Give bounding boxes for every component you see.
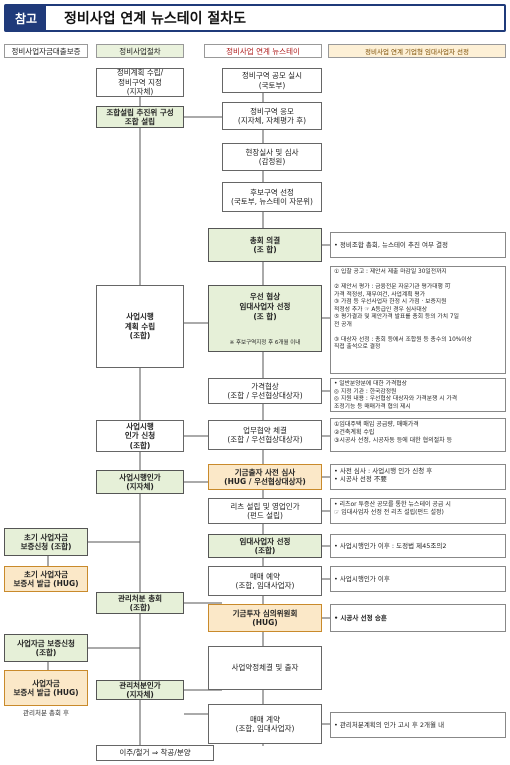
newstay-step-fund-committee: 기금투자 심의위원회 (HUG) [208, 604, 322, 632]
project-step-disposal-approval: 관리처분인가 (지자체) [96, 680, 184, 700]
project-step-approval: 사업시행인가 (지자체) [96, 470, 184, 494]
newstay-step-agreement: 업무협약 체결 (조합 / 우선협상대상자) [208, 420, 322, 450]
header-badge: 참고 [6, 6, 46, 30]
note-rental-operator: • 사업시행인가 이후 : 도정법 제45조의2 [330, 534, 506, 558]
newstay-step-apply: 정비구역 응모 (지자체, 자체평가 후) [222, 102, 322, 130]
newstay-step-priority: 우선 협상 임대사업자 선정 (조 합) ※ 후보구역지정 후 6개월 이내 [208, 285, 322, 352]
newstay-step-sale-contract: 매매 계약 (조합, 임대사업자) [208, 704, 322, 744]
note-priority-selection: ① 입찰 공고 : 제안서 제출 마감일 30일전까지 ② 제안서 평가 : 금… [330, 266, 506, 374]
guarantee-note: 관리처분 총회 후 [23, 709, 69, 717]
project-step-approval-application: 사업시행 인가 신청 (조합) [96, 420, 184, 452]
column-header-project: 정비사업절차 [96, 44, 184, 58]
note-price-negotiation: • 일반분양분에 대한 가격협상 ◎ 지정 기관 : 한국감정원 ◎ 지원 내용… [330, 378, 506, 412]
project-step-implementation-plan: 사업시행 계획 수립 (조합) [96, 285, 184, 368]
newstay-step-rental-operator: 임대사업자 선정 (조합) [208, 534, 322, 558]
newstay-priority-subnote: ※ 후보구역지정 후 6개월 이내 [229, 340, 301, 346]
newstay-priority-label: 우선 협상 임대사업자 선정 (조 합) [239, 292, 291, 321]
guarantee-project-application: 사업자금 보증신청 (조합) [4, 634, 88, 662]
project-step-plan: 정비계획 수립/ 정비구역 지정 (지자체) [96, 68, 184, 97]
note-agreement: ①임대주택 매입 공급량, 매매가격 ②건축계획 수립 ③시공사 선정, 시공자… [330, 418, 506, 452]
newstay-step-contract-investment: 사업약정체결 및 출자 [208, 646, 322, 690]
guarantee-initial-application: 초기 사업자금 보증신청 (조합) [4, 528, 88, 556]
note-fund-committee: • 시공사 선정 승훈 [330, 604, 506, 632]
note-prescreen: • 사전 심사 : 사업시행 인가 신청 후 • 시공사 선정 不要 [330, 464, 506, 490]
newstay-step-contest: 정비구역 공모 실시 (국토부) [222, 68, 322, 93]
note-reits: • 리츠or 투증산 공모를 통한 뉴스테이 공급 시 ☞ 임대사업자 선정 전… [330, 498, 506, 524]
column-header-newstay: 정비사업 연계 뉴스테이 [204, 44, 322, 58]
column-header-guarantee: 정비사업자금대출보증 [4, 44, 88, 58]
note-sale-contract: • 관리처분계획의 인가 고시 후 2개월 내 [330, 712, 506, 738]
column-header-selection: 정비사업 연계 기업형 임대사업자 선정 [328, 44, 506, 58]
project-step-relocation: 이주/철거 ⇒ 착공/분양 [96, 745, 214, 761]
project-step-disposal-meeting: 관리처분 총회 (조합) [96, 592, 184, 614]
newstay-step-reits: 리츠 설립 및 영업인가 (펀드 설립) [208, 498, 322, 524]
note-general-meeting: • 정비조합 총회, 뉴스테이 추진 여부 결정 [330, 232, 506, 258]
header-bar: 참고 정비사업 연계 뉴스테이 절차도 [4, 4, 506, 32]
project-step-union: 조합설립 추진위 구성 조합 설립 [96, 106, 184, 128]
guarantee-initial-issuance: 초기 사업자금 보증서 발급 (HUG) [4, 566, 88, 592]
newstay-step-fund-prescreen: 기금출자 사전 심사 (HUG / 우선협상대상자) [208, 464, 322, 490]
newstay-step-candidate: 후보구역 선정 (국토부, 뉴스테이 자문위) [222, 182, 322, 212]
page-title: 정비사업 연계 뉴스테이 절차도 [64, 11, 247, 27]
newstay-step-price: 가격협상 (조합 / 우선협상대상자) [208, 378, 322, 404]
newstay-step-general-meeting: 총회 의결 (조 합) [208, 228, 322, 262]
newstay-step-inspection: 현장실사 및 심사 (감정원) [222, 143, 322, 171]
newstay-step-sale-reservation: 매매 예약 (조합, 임대사업자) [208, 566, 322, 596]
guarantee-project-issuance: 사업자금 보증서 발급 (HUG) [4, 670, 88, 706]
note-sale-reservation: • 사업시행인가 이후 [330, 566, 506, 592]
